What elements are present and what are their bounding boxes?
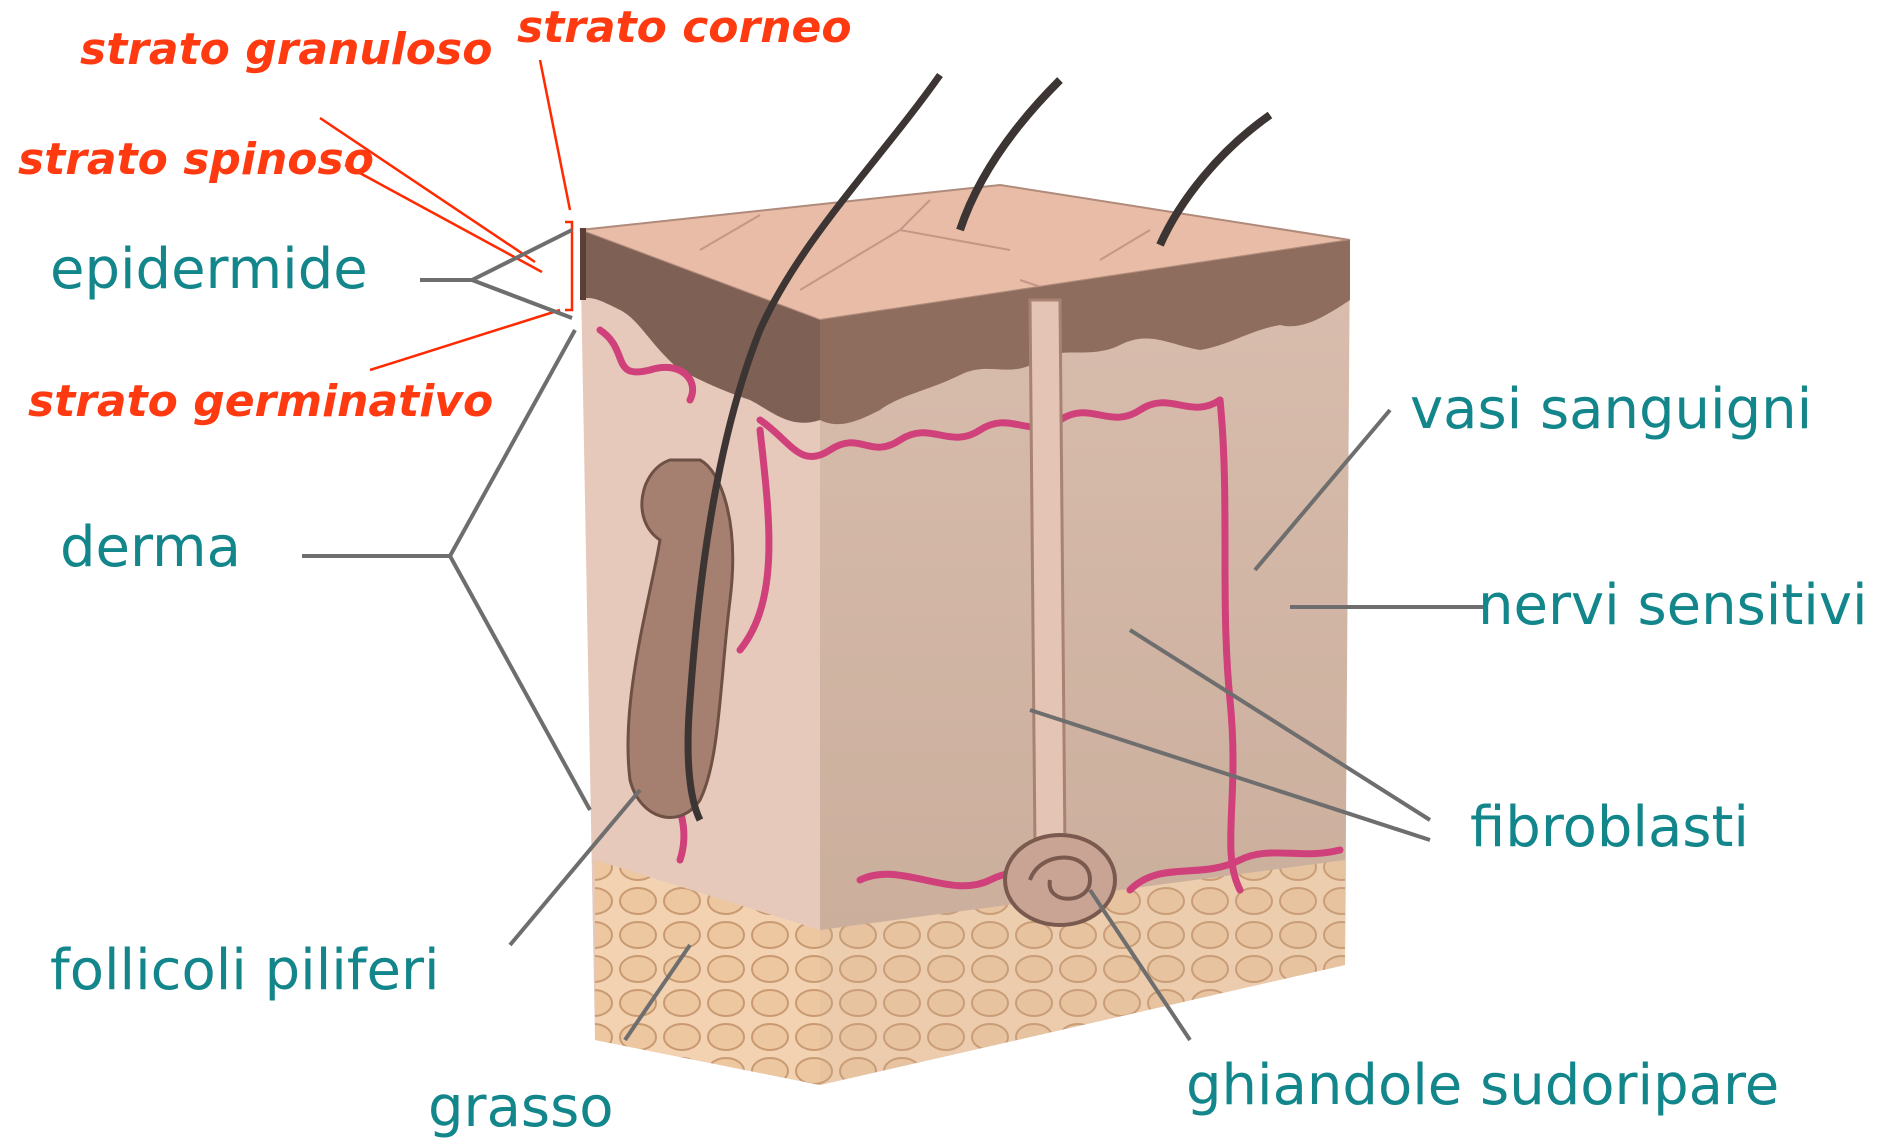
label-strato-spinoso: strato spinoso [18, 138, 374, 182]
label-epidermide: epidermide [50, 242, 368, 298]
label-fibroblasti: fibroblasti [1470, 800, 1749, 856]
label-ghiandole-sudoripare: ghiandole sudoripare [1186, 1058, 1779, 1114]
label-vasi-sanguigni: vasi sanguigni [1410, 382, 1812, 438]
label-derma: derma [60, 520, 241, 576]
label-nervi-sensitivi: nervi sensitivi [1478, 578, 1868, 634]
label-strato-granuloso: strato granuloso [80, 28, 492, 72]
label-strato-corneo: strato corneo [517, 6, 852, 50]
label-follicoli-piliferi: follicoli piliferi [50, 943, 440, 999]
label-strato-germinativo: strato germinativo [28, 380, 493, 424]
label-grasso: grasso [428, 1080, 614, 1136]
